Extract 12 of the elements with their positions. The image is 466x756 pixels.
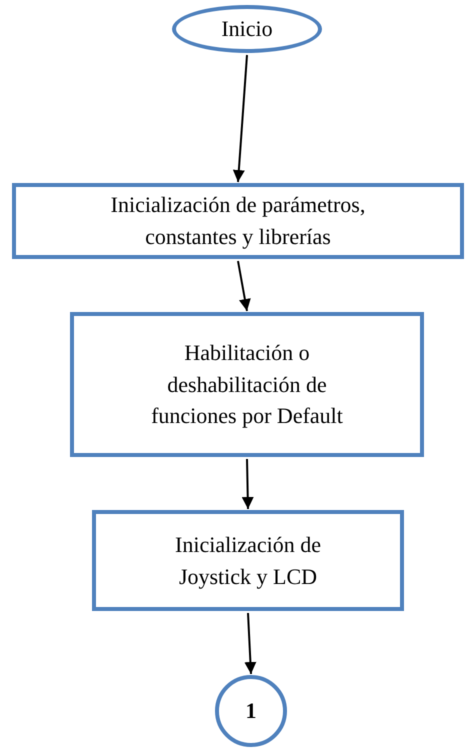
node-text: 1 xyxy=(246,697,256,726)
node-text: Inicialización de Joystick y LCD xyxy=(174,530,322,591)
process-box xyxy=(70,312,424,457)
process-box xyxy=(92,510,404,611)
node-text: Inicialización de parámetros, constantes y librerías xyxy=(110,191,366,251)
node-text: Habilitación o deshabilitación de funciones por Default xyxy=(150,338,344,430)
process-box xyxy=(12,183,464,259)
arrow xyxy=(244,612,256,674)
node-text: Inicio xyxy=(221,15,273,44)
arrow xyxy=(237,260,251,312)
arrow xyxy=(232,54,248,182)
arrow xyxy=(242,458,254,510)
